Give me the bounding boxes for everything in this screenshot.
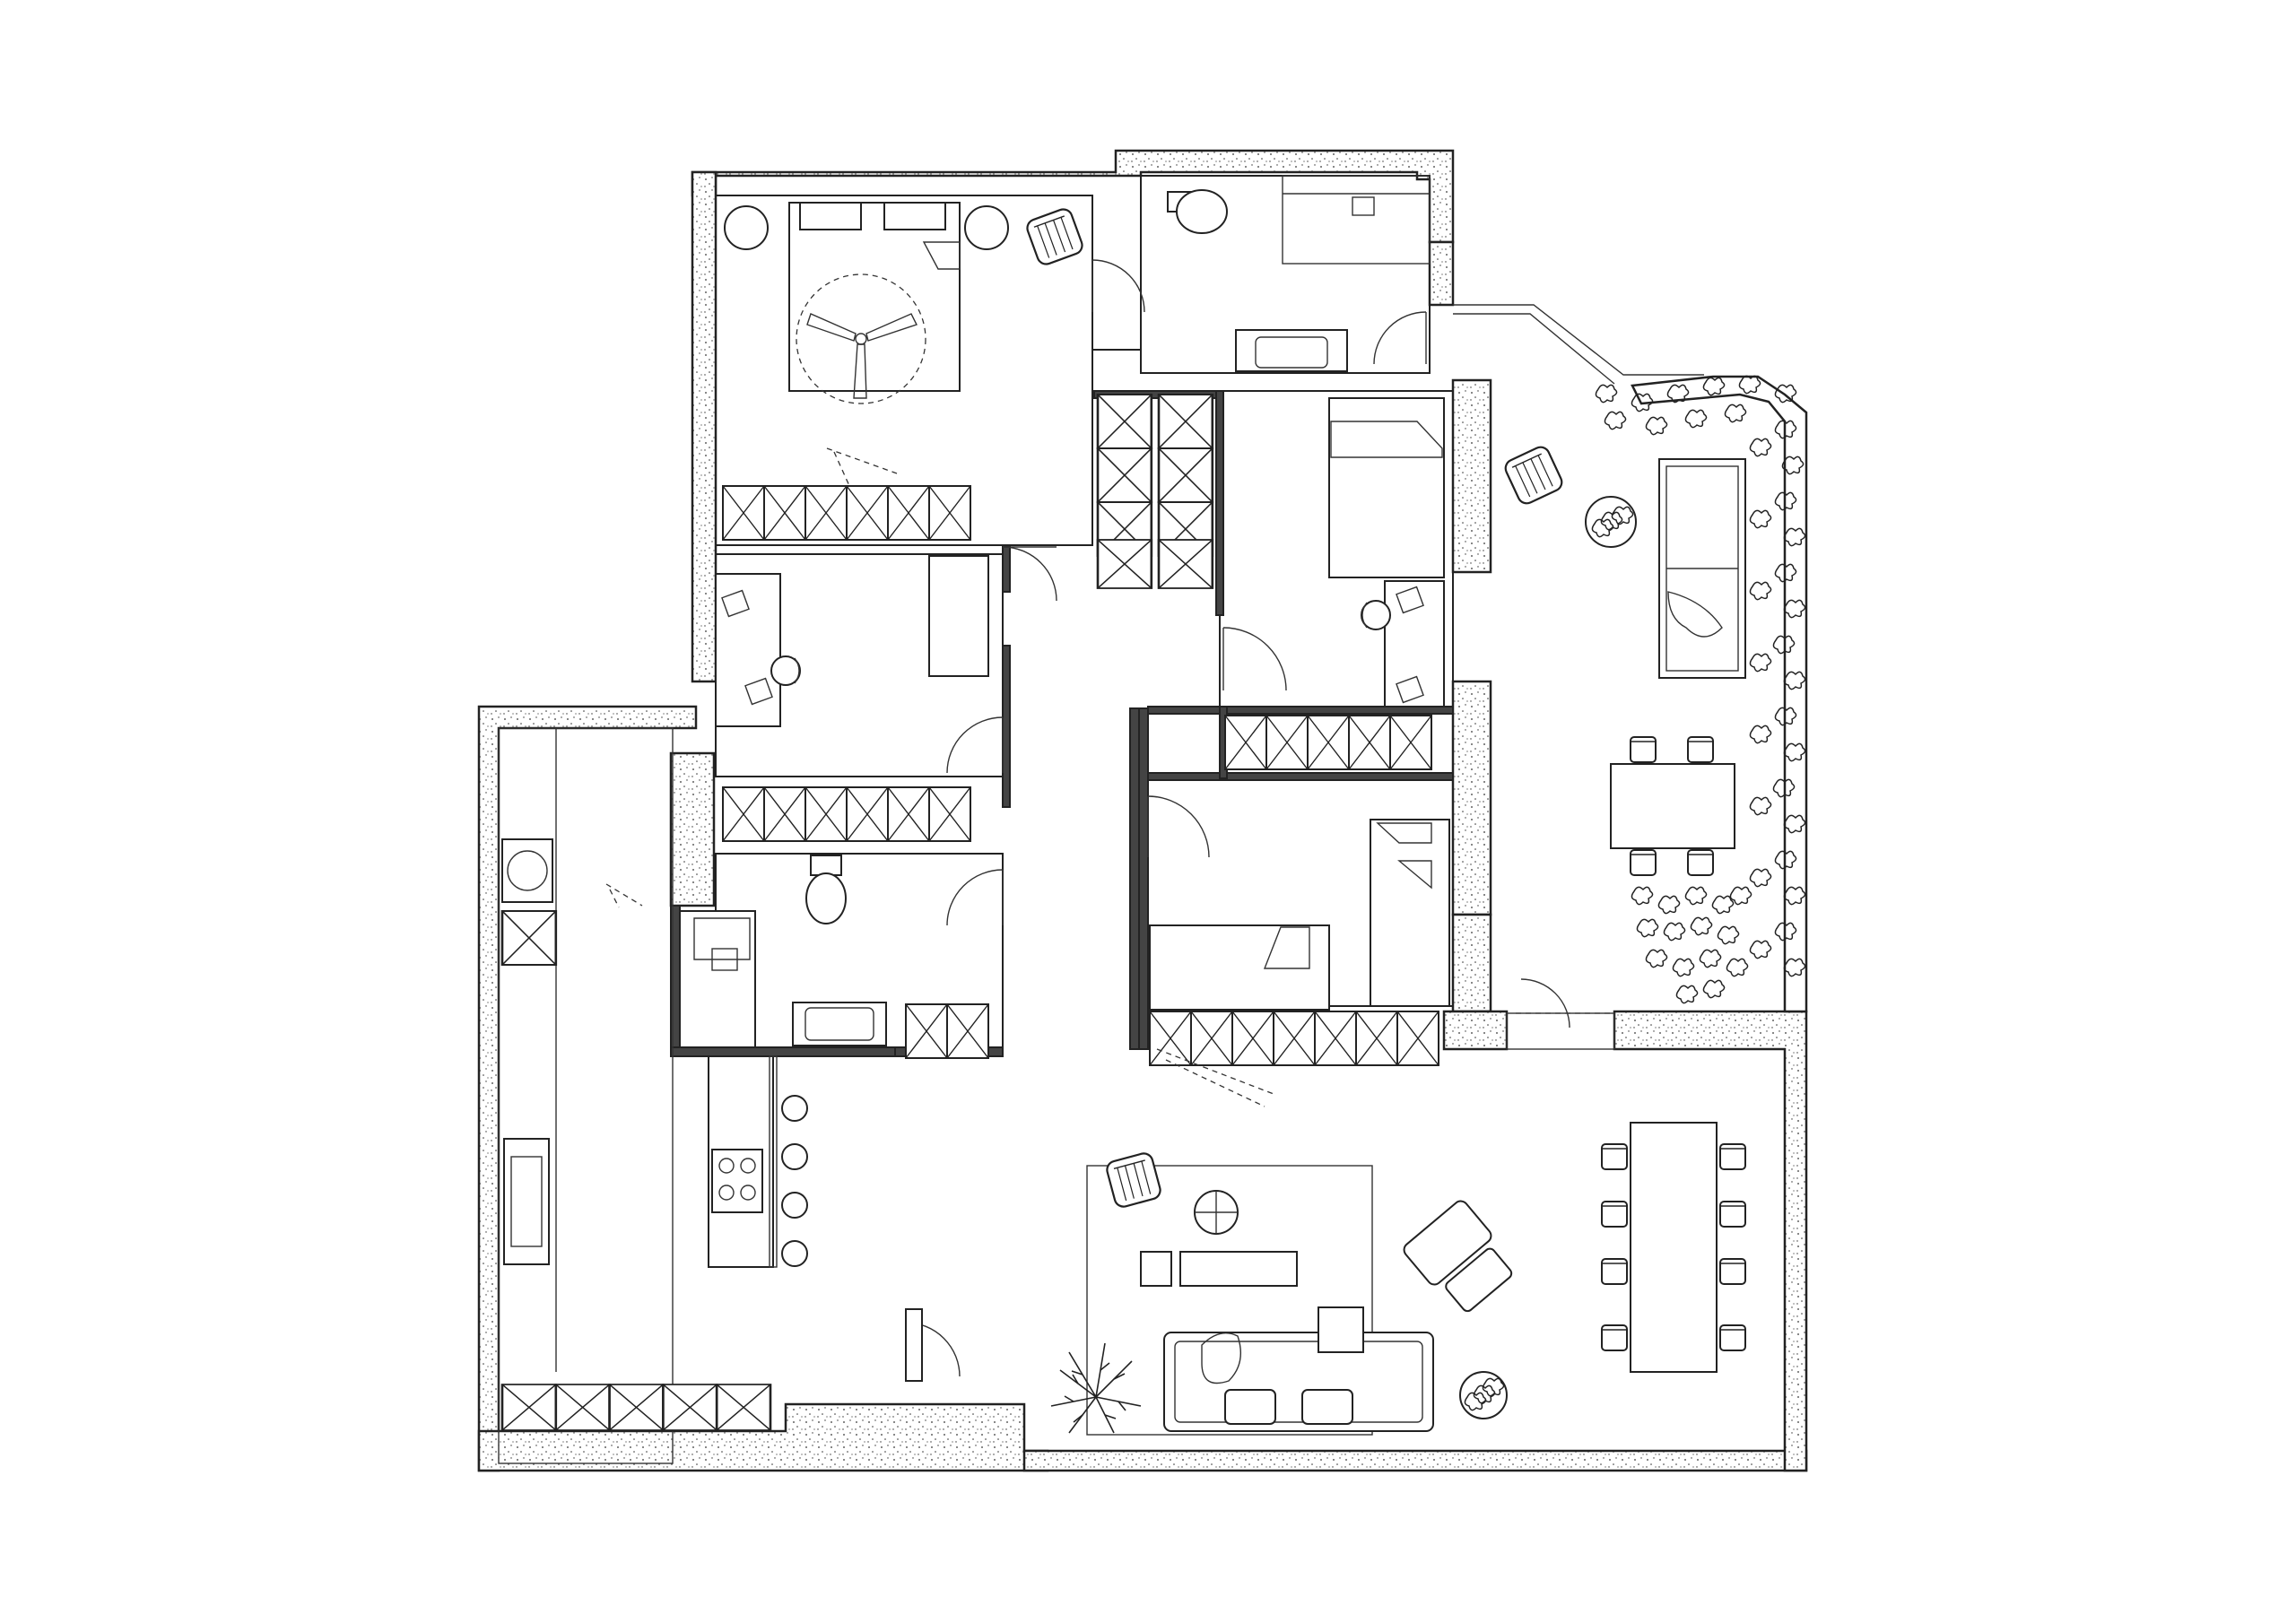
- ceiling-fan-icon: [796, 273, 926, 404]
- exterior-walls: [477, 149, 1808, 1472]
- sink-icon: [503, 1138, 550, 1265]
- chair-icon: [1501, 443, 1566, 508]
- table-icon: [1370, 819, 1450, 1007]
- bed-icon: [1149, 924, 1330, 1011]
- wardrobe-icon: [1149, 1011, 1439, 1066]
- nightstand-left: [724, 205, 769, 250]
- table-icon: [1630, 1122, 1718, 1373]
- wardrobe-icon: [1157, 393, 1214, 590]
- sink-icon: [1235, 329, 1348, 372]
- chair-icon: [1403, 1200, 1513, 1313]
- door-icon: [605, 259, 1614, 1382]
- plant-icon: [1459, 1371, 1508, 1419]
- chair-icon: [1023, 205, 1086, 268]
- bed-icon: [1328, 397, 1445, 578]
- table-icon: [715, 573, 781, 727]
- shower-icon: [679, 910, 756, 1048]
- fridge: [501, 838, 553, 903]
- master-bedroom: [724, 202, 1086, 404]
- wardrobes: [500, 393, 1439, 1432]
- chair-icon: [1104, 1150, 1163, 1210]
- stools: [781, 1095, 808, 1267]
- study: [715, 555, 989, 727]
- bathroom: [679, 855, 887, 1048]
- plant-icon: [1050, 1342, 1142, 1434]
- wardrobe-icon: [722, 786, 971, 842]
- coffee-table: [1179, 1251, 1298, 1287]
- bedroom-3: [1149, 819, 1450, 1011]
- table-icon: [1384, 580, 1445, 707]
- wardrobe-icon: [1224, 715, 1432, 770]
- nightstand-right: [964, 205, 1009, 250]
- chair-icon: [1361, 600, 1391, 630]
- living-room: [1050, 1150, 1513, 1434]
- sofa-icon: [1658, 458, 1746, 679]
- master-bathroom: [1167, 175, 1431, 372]
- shower-icon: [1282, 175, 1431, 265]
- toilet-icon: [1167, 189, 1228, 234]
- table-icon: [1610, 736, 1735, 876]
- stool: [1194, 1190, 1239, 1235]
- chair-icon: [770, 655, 801, 686]
- wardrobe-icon: [1096, 393, 1153, 590]
- kitchen: [501, 838, 808, 1267]
- shelf: [928, 555, 989, 677]
- wardrobe-icon: [905, 1003, 989, 1059]
- bed-icon: [788, 202, 961, 392]
- sofa-icon: [1163, 1332, 1434, 1432]
- bedroom-2: [1328, 397, 1445, 707]
- toilet-icon: [805, 855, 847, 924]
- ottoman: [1140, 1251, 1172, 1287]
- wardrobe-icon: [500, 1383, 772, 1432]
- stove-icon: [711, 1149, 763, 1213]
- plant-icon: [1585, 496, 1637, 548]
- wardrobe-icon: [722, 485, 971, 541]
- side-table: [1318, 1306, 1364, 1353]
- wardrobe-icon: [500, 909, 558, 967]
- dining-area: [1601, 1122, 1746, 1373]
- terrace: [1453, 304, 1806, 1004]
- sink-icon: [792, 1002, 887, 1046]
